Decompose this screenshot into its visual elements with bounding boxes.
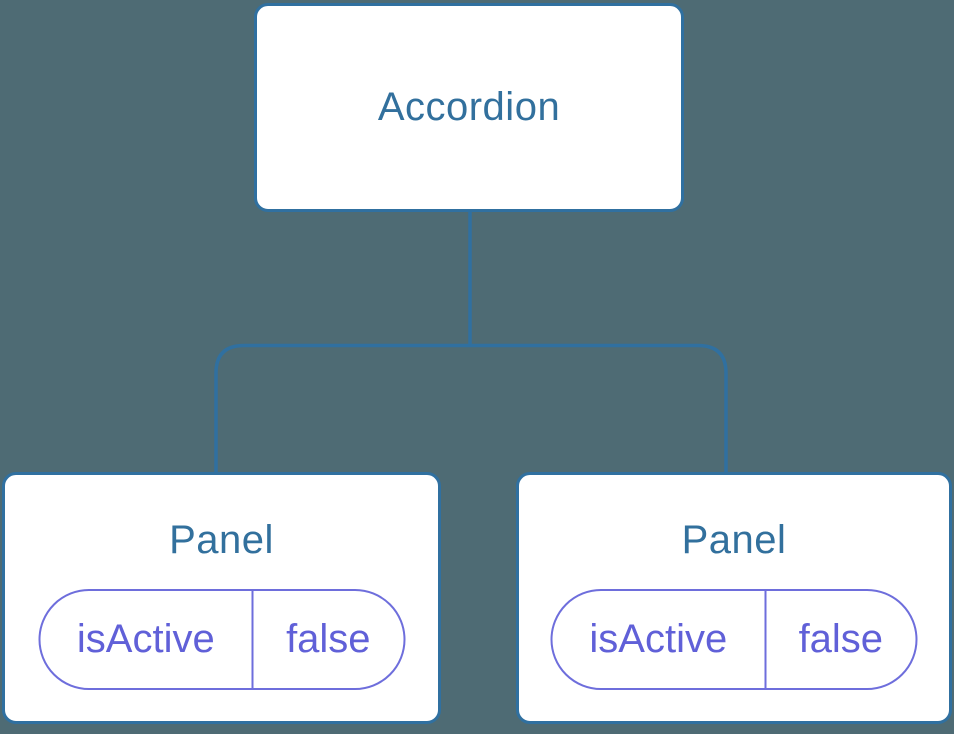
tree-node-accordion: Accordion — [254, 3, 684, 212]
state-key-cell: isActive — [40, 591, 254, 688]
panel-node-label: Panel — [169, 518, 274, 562]
state-pill: isActive false — [38, 589, 405, 690]
tree-node-panel-left: Panel isActive false — [2, 472, 441, 724]
state-value-cell: false — [798, 617, 884, 661]
connector-path — [214, 205, 728, 476]
state-key-cell: isActive — [553, 591, 767, 688]
state-value-cell: false — [286, 617, 371, 661]
state-pill: isActive false — [550, 589, 918, 690]
tree-node-panel-right: Panel isActive false — [516, 472, 952, 724]
accordion-node-label: Accordion — [377, 85, 561, 129]
panel-node-label: Panel — [681, 518, 787, 562]
